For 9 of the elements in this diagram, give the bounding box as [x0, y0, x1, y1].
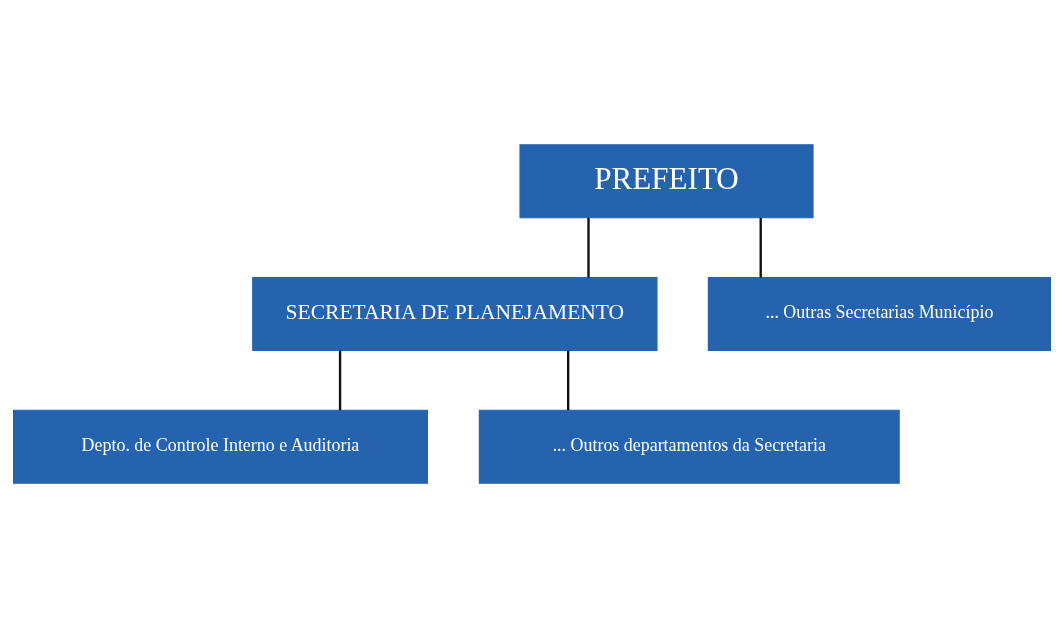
node-box: PREFEITO	[519, 144, 814, 219]
node-box: SECRETARIA DE PLANEJAMENTO	[252, 276, 658, 352]
connector	[759, 217, 762, 278]
node-box: ... Outras Secretarias Município	[707, 276, 1051, 352]
connector	[587, 217, 590, 278]
node-box: ... Outros departamentos da Secretaria	[478, 409, 900, 484]
connector	[338, 350, 342, 411]
node-box: Depto. de Controle Interno e Auditoria	[13, 409, 428, 484]
connector	[567, 350, 570, 411]
